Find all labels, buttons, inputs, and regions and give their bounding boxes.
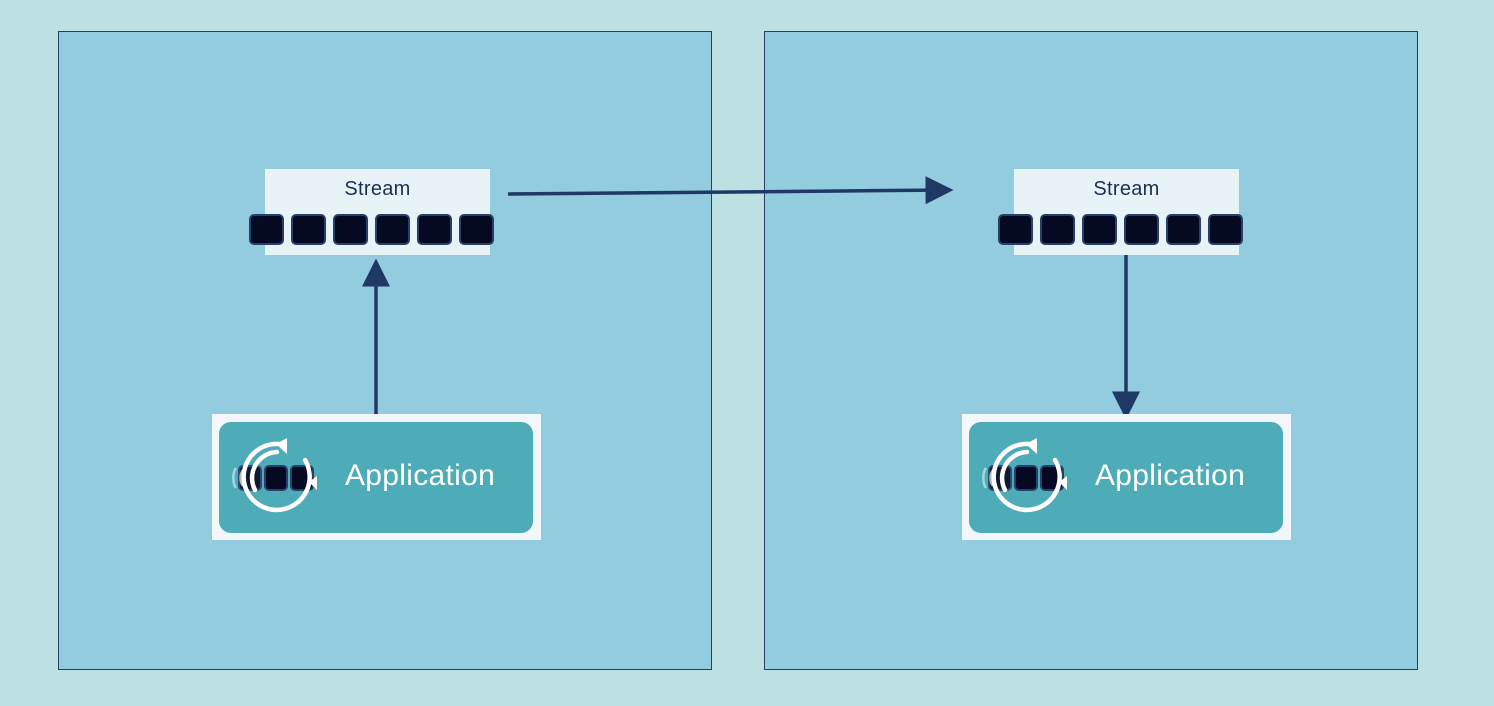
stream-cell — [1208, 214, 1243, 245]
right-region — [764, 31, 1418, 670]
stream-cells — [249, 214, 494, 245]
stream-cell — [1082, 214, 1117, 245]
stream-cell — [1166, 214, 1201, 245]
stream-cell — [333, 214, 368, 245]
stream-label: Stream — [344, 178, 411, 200]
stream-cell — [375, 214, 410, 245]
stream-right: Stream — [998, 169, 1243, 255]
stream-cell — [998, 214, 1033, 245]
stream-label: Stream — [1093, 178, 1160, 200]
application-label: Application — [345, 459, 496, 492]
stream-cell — [417, 214, 452, 245]
refresh-cycle-icon — [232, 438, 317, 513]
application-box: Application — [219, 422, 533, 533]
application-left: Application — [212, 414, 541, 540]
refresh-cycle-icon — [982, 438, 1067, 513]
application-box: Application — [969, 422, 1283, 533]
stream-cell — [1040, 214, 1075, 245]
application-label: Application — [1095, 459, 1246, 492]
application-right: Application — [962, 414, 1291, 540]
left-region — [58, 31, 712, 670]
stream-left: Stream — [249, 169, 494, 255]
stream-cells — [998, 214, 1243, 245]
stream-cell — [249, 214, 284, 245]
stream-cell — [291, 214, 326, 245]
stream-cell — [1124, 214, 1159, 245]
stream-cell — [459, 214, 494, 245]
